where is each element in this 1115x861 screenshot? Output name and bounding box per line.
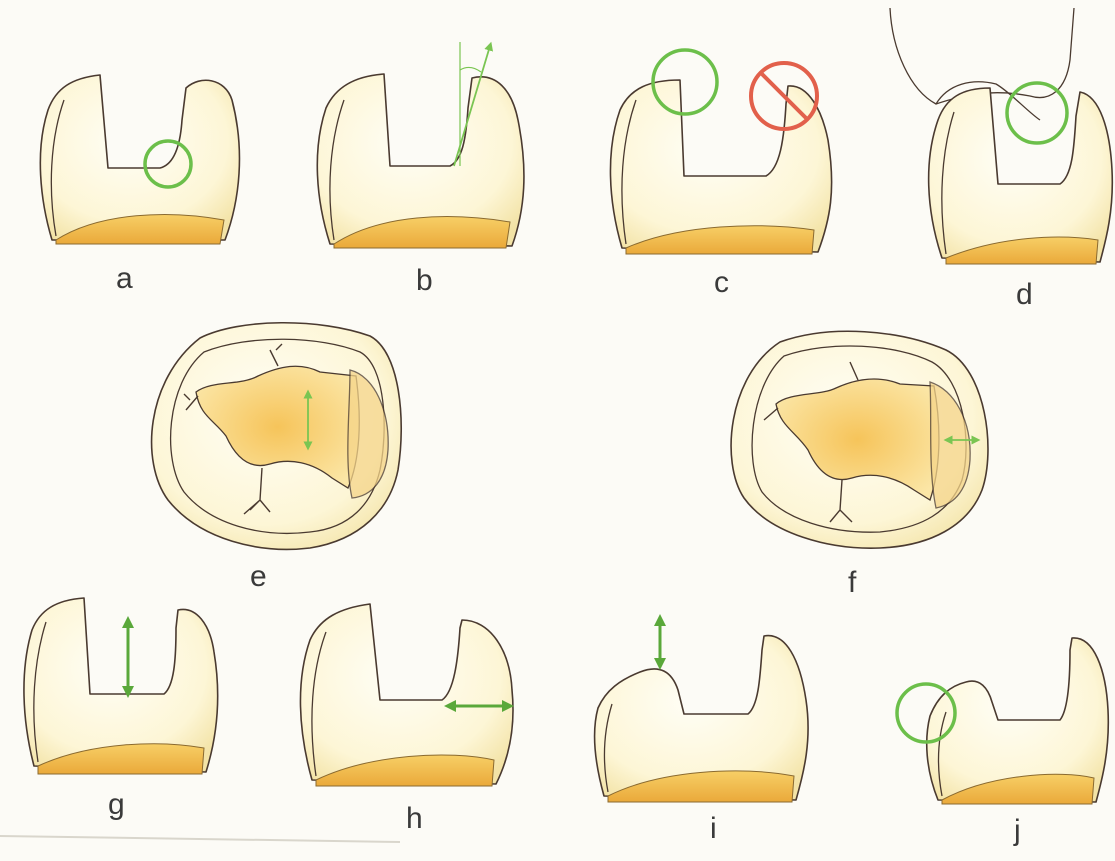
panel-label-j: j: [1013, 814, 1021, 847]
panel-j: j: [897, 638, 1108, 847]
panel-d: d: [890, 8, 1112, 311]
tooth-cross-section: [929, 88, 1113, 262]
panel-label-b: b: [416, 264, 433, 297]
panel-label-i: i: [710, 812, 717, 845]
tooth-cross-section: [610, 80, 831, 252]
taper-angle-arc: [460, 67, 481, 72]
panel-f: f: [731, 331, 988, 599]
panel-a: a: [40, 75, 239, 295]
green-circle-indicator-icon: [1007, 83, 1067, 143]
panel-label-c: c: [714, 266, 729, 299]
panel-h: h: [300, 604, 513, 835]
panel-i: i: [595, 620, 808, 845]
panel-e: e: [152, 323, 402, 593]
panel-g: g: [24, 598, 218, 821]
panel-b: b: [317, 42, 524, 297]
panel-label-a: a: [116, 262, 133, 295]
panel-label-g: g: [108, 788, 125, 821]
panel-label-f: f: [848, 566, 857, 599]
panel-label-e: e: [250, 560, 267, 593]
panel-label-h: h: [406, 802, 423, 835]
panel-label-d: d: [1016, 278, 1033, 311]
panel-c: c: [610, 50, 831, 299]
page-edge-line: [0, 836, 400, 842]
